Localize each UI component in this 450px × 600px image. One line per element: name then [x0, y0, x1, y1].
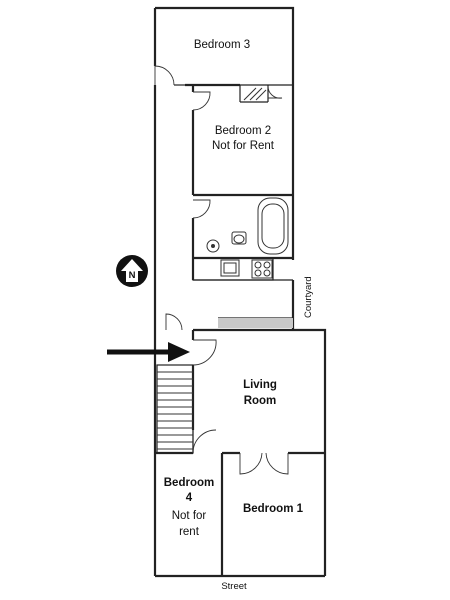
bedroom4-note-line1: Not for	[172, 510, 207, 522]
north-arrow-icon: N	[116, 255, 148, 287]
bedroom3-label: Bedroom 3	[194, 39, 250, 51]
living-room-label-line1: Living	[243, 379, 277, 391]
courtyard-strip	[218, 318, 293, 328]
bathroom-fixtures	[206, 197, 289, 255]
bedroom2-label: Bedroom 2	[215, 125, 271, 137]
bedroom1-label: Bedroom 1	[243, 503, 304, 515]
closet-hatch	[243, 87, 267, 101]
entrance-arrow-icon	[107, 342, 190, 362]
staircase	[156, 364, 194, 454]
north-label: N	[129, 270, 136, 281]
living-room-label-line2: Room	[244, 395, 277, 407]
bedroom4-note-line2: rent	[179, 526, 200, 538]
kitchen-fixtures	[220, 259, 273, 279]
doors	[154, 65, 289, 475]
bedroom2-note: Not for Rent	[212, 140, 275, 152]
courtyard-label: Courtyard	[303, 276, 314, 318]
bedroom4-label-line2: 4	[186, 492, 193, 504]
bedroom4-label-line1: Bedroom	[164, 477, 214, 489]
street-label: Street	[221, 581, 247, 592]
